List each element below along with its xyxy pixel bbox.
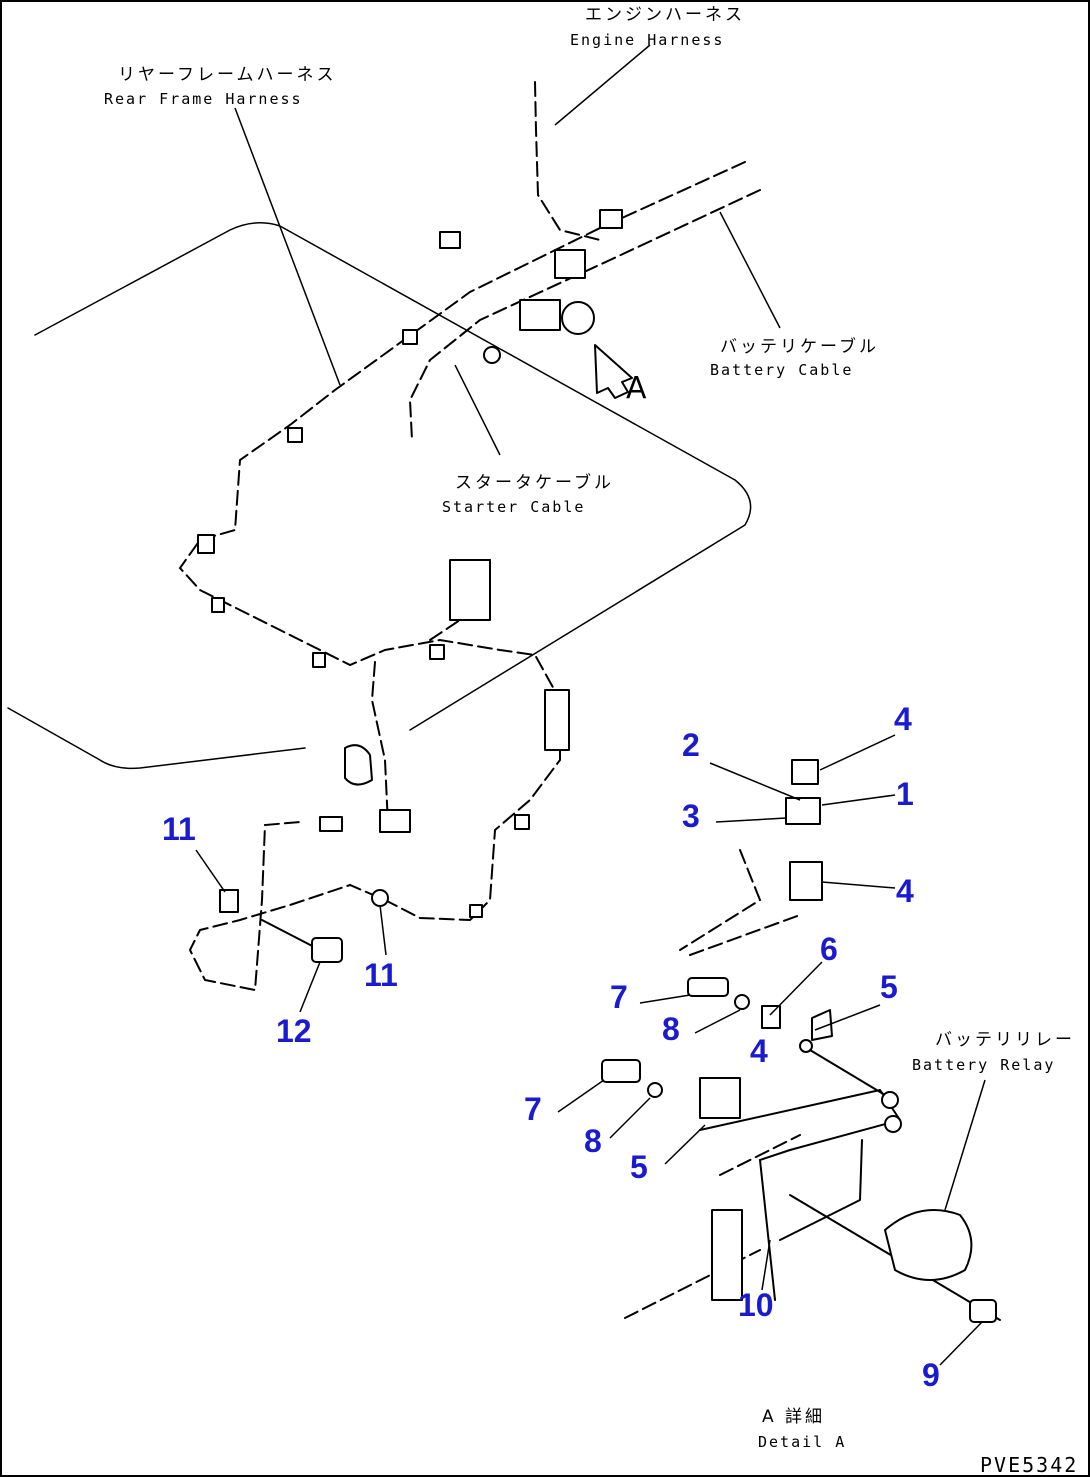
callout-5b: 5 (630, 1149, 648, 1185)
callout-7a: 7 (610, 979, 628, 1015)
callout-6: 6 (820, 931, 838, 967)
battery-relay-label: Battery Relay (912, 1056, 1055, 1074)
rear-frame-harness-label: Rear Frame Harness (104, 90, 303, 108)
rear-frame-harness-label-jp: リヤーフレームハーネス (118, 65, 336, 85)
battery-cable-label-jp: バッテリケーブル (720, 336, 879, 357)
callout-3: 3 (682, 798, 700, 834)
view-arrow-letter: A (626, 371, 647, 406)
text-labels: エンジンハーネス Engine Harness リヤーフレームハーネス Rear… (104, 5, 1078, 1477)
label-leaders (195, 44, 986, 1366)
callouts: 4 2 1 3 4 6 5 7 8 4 7 8 5 10 9 11 11 12 (162, 701, 940, 1393)
battery-cable-label: Battery Cable (710, 361, 853, 379)
detail-a-label-jp: A 詳細 (762, 1407, 825, 1427)
callout-1: 1 (896, 776, 914, 812)
callout-7b: 7 (524, 1091, 542, 1127)
detail-a-parts (601, 759, 1001, 1323)
frame-outline (7, 222, 752, 770)
callout-5a: 5 (880, 969, 898, 1005)
callout-8a: 8 (662, 1011, 680, 1047)
starter-cable-label: Starter Cable (442, 498, 585, 516)
callout-12: 12 (276, 1013, 312, 1049)
callout-9: 9 (922, 1357, 940, 1393)
engine-harness-label-jp: エンジンハーネス (585, 5, 745, 25)
callout-11b: 11 (364, 957, 398, 993)
bolt-12-part (261, 919, 343, 963)
callout-4b: 4 (896, 873, 914, 909)
callout-11a: 11 (162, 811, 196, 847)
view-arrow-a: A (594, 344, 647, 406)
harness-connectors (197, 209, 623, 918)
callout-2: 2 (682, 727, 700, 763)
drawing-code: PVE5342 (980, 1453, 1078, 1477)
callout-4c: 4 (750, 1033, 768, 1069)
rear-frame-harness (178, 81, 761, 992)
callout-8b: 8 (584, 1123, 602, 1159)
starter-cable-label-jp: スタータケーブル (455, 472, 614, 493)
detail-a-label: Detail A (758, 1433, 846, 1451)
engine-harness-label: Engine Harness (570, 31, 724, 49)
callout-10: 10 (738, 1287, 774, 1323)
callout-4a: 4 (894, 701, 912, 737)
battery-relay-label-jp: バッテリリレー (935, 1030, 1075, 1050)
